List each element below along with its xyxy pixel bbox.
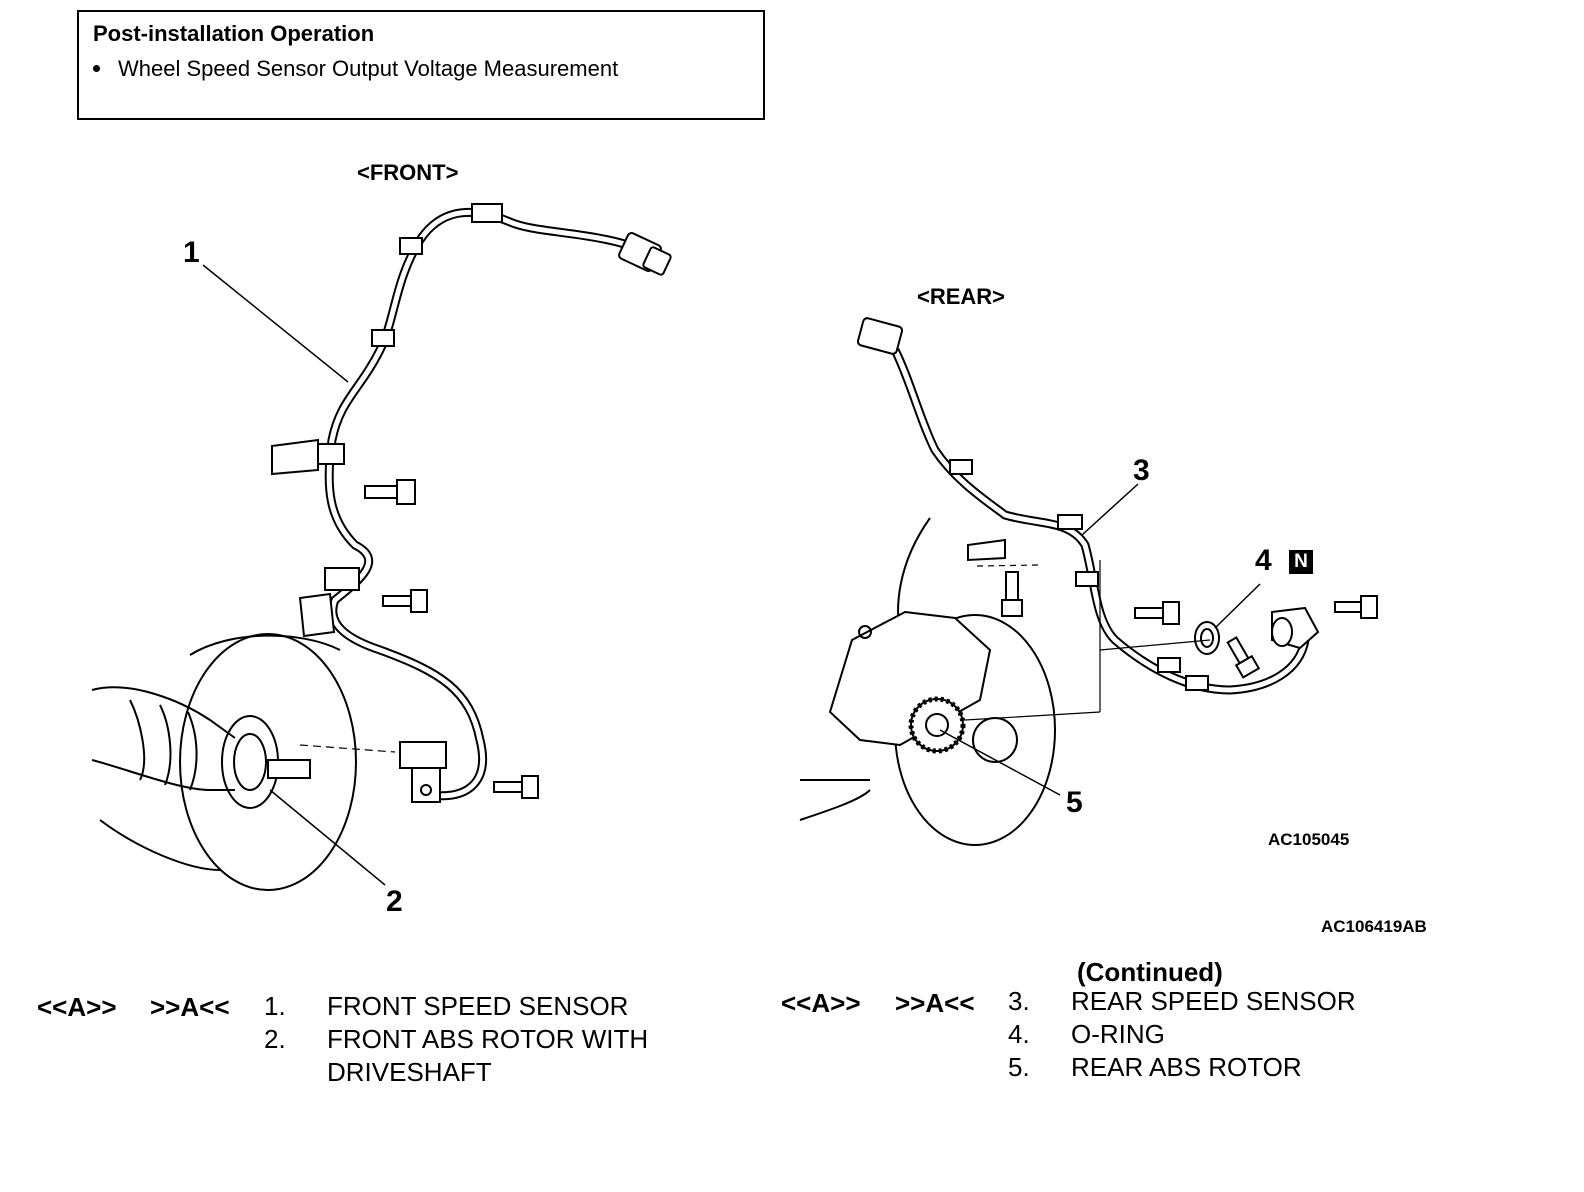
- legend-item-1-text: FRONT SPEED SENSOR: [327, 991, 629, 1021]
- post-installation-box: Post-installation Operation Wheel Speed …: [77, 10, 765, 120]
- left-removal-mark: <<A>>: [37, 992, 117, 1022]
- figure-code-outer: AC106419AB: [1321, 917, 1427, 936]
- callout-5: 5: [1066, 786, 1083, 819]
- legend-item-5-no: 5.: [1008, 1052, 1030, 1082]
- new-part-badge: N: [1289, 550, 1313, 574]
- callout-1: 1: [183, 236, 200, 269]
- legend-item-2-text-cont: DRIVESHAFT: [327, 1057, 492, 1087]
- rear-bolts: [1001, 571, 1378, 679]
- callout-4: 4: [1255, 544, 1272, 577]
- box-bullet-item: Wheel Speed Sensor Output Voltage Measur…: [93, 56, 618, 82]
- legend-item-2-text: FRONT ABS ROTOR WITH: [327, 1024, 649, 1054]
- front-rotor-driveshaft: [91, 633, 357, 891]
- legend-item-1-no: 1.: [264, 991, 286, 1021]
- bullet-icon: [93, 64, 100, 72]
- legend-item-3-no: 3.: [1008, 986, 1030, 1016]
- right-install-mark: >>A<<: [895, 988, 975, 1018]
- legend-item-4-no: 4.: [1008, 1019, 1030, 1049]
- right-removal-mark: <<A>>: [781, 988, 861, 1018]
- legend-item-2-no: 2.: [264, 1024, 286, 1054]
- o-ring: [1194, 621, 1220, 655]
- rear-view-label: <REAR>: [917, 284, 1006, 309]
- rear-disc-caliper: [799, 517, 1056, 846]
- front-speed-sensor-harness: [271, 203, 672, 803]
- continued-label: (Continued): [1077, 957, 1223, 987]
- bullet-text: Wheel Speed Sensor Output Voltage Measur…: [118, 56, 619, 81]
- box-title: Post-installation Operation: [93, 21, 375, 46]
- legend-item-4-text: O-RING: [1071, 1019, 1165, 1049]
- legend-item-5-text: REAR ABS ROTOR: [1071, 1052, 1302, 1082]
- callout-2: 2: [386, 885, 403, 918]
- front-bolts: [364, 479, 539, 799]
- rear-speed-sensor-harness: [856, 317, 1320, 695]
- callout-3: 3: [1133, 454, 1150, 487]
- front-view-label: <FRONT>: [357, 160, 459, 185]
- figure-code-inner: AC105045: [1268, 830, 1350, 849]
- legend-item-3-text: REAR SPEED SENSOR: [1071, 986, 1356, 1016]
- left-install-mark: >>A<<: [150, 992, 230, 1022]
